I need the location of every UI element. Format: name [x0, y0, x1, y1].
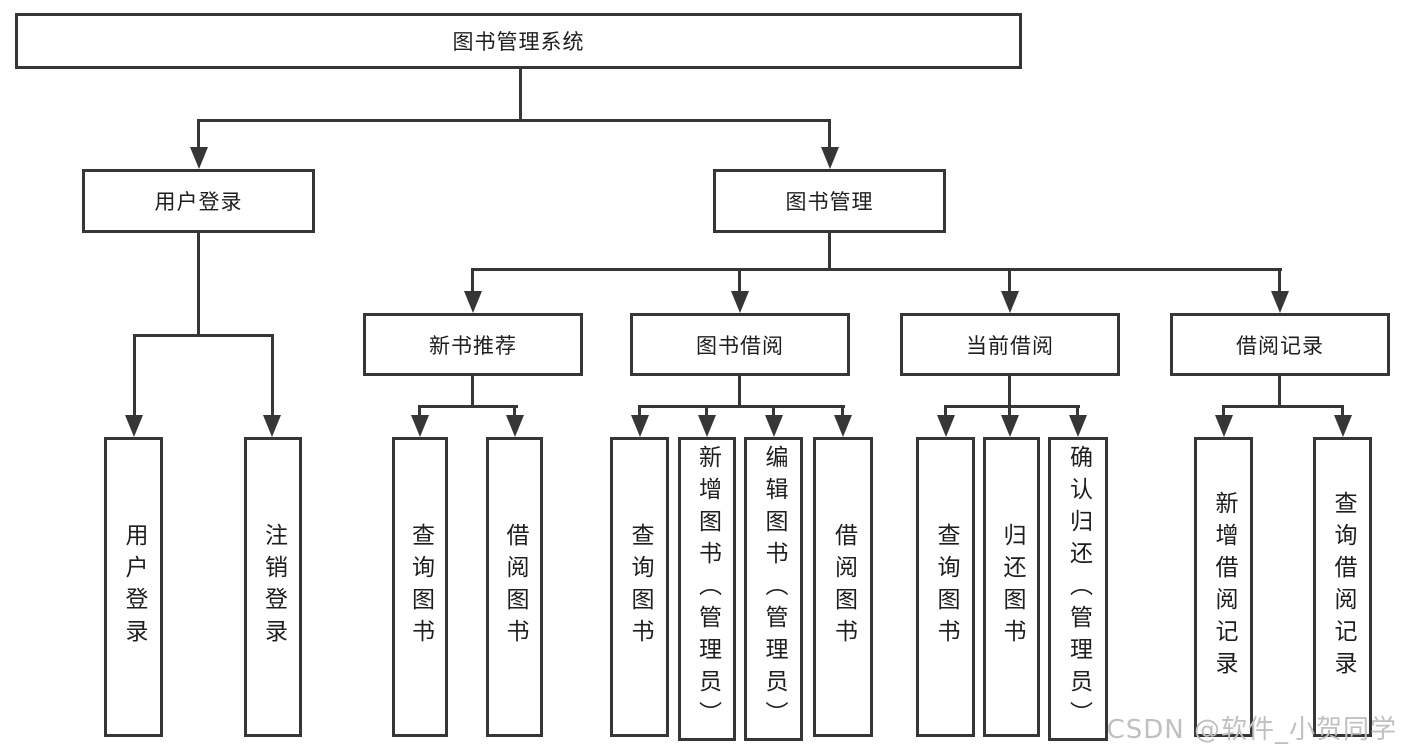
arrow-down-icon	[1334, 415, 1352, 437]
connector-to-leaf	[513, 405, 516, 417]
leaf-label: 借阅图书	[502, 523, 528, 651]
leaf-label: 编辑图书（管理员）	[761, 445, 787, 733]
connector-to-new-book-recommend	[471, 268, 474, 294]
node-label: 用户登录	[154, 190, 243, 214]
node-label: 借阅记录	[1236, 333, 1324, 358]
arrow-down-icon	[1069, 415, 1087, 437]
leaf-label: 新增图书（管理员）	[694, 445, 721, 733]
arrow-down-icon	[464, 291, 482, 313]
arrow-down-icon	[698, 415, 716, 437]
leaf-label: 用户登录	[121, 523, 147, 651]
connector-to-leaf	[1222, 405, 1225, 417]
connector-new-book-bar	[418, 405, 518, 408]
node-borrow-records: 借阅记录	[1170, 313, 1390, 376]
connector-to-user-login	[197, 119, 200, 151]
connector-to-leaf	[271, 334, 274, 417]
node-label: 图书管理系统	[452, 30, 585, 54]
leaf-return-book: 归还图书	[983, 437, 1040, 737]
connector-to-current-borrowing	[1008, 268, 1011, 294]
csdn-watermark: CSDN @软件_小贺同学	[1106, 715, 1397, 745]
leaf-borrow-book-borrowing: 借阅图书	[813, 437, 873, 737]
connector-to-leaf	[772, 405, 775, 417]
leaf-add-book-admin: 新增图书（管理员）	[678, 437, 736, 741]
leaf-query-book-borrowing: 查询图书	[610, 437, 669, 737]
leaf-label: 归还图书	[999, 523, 1025, 651]
leaf-borrow-book-recommend: 借阅图书	[486, 437, 543, 737]
node-root: 图书管理系统	[15, 13, 1022, 69]
connector-to-leaf	[1341, 405, 1344, 417]
arrow-down-icon	[1001, 415, 1019, 437]
leaf-label: 查询图书	[407, 523, 434, 651]
leaf-query-book-current: 查询图书	[916, 437, 975, 737]
leaf-label: 查询图书	[627, 523, 653, 651]
arrow-down-icon	[1271, 291, 1289, 313]
connector-to-leaf	[418, 405, 421, 417]
connector-root-trunk	[519, 69, 522, 121]
arrow-down-icon	[506, 415, 524, 437]
connector-level3-bar	[471, 268, 1282, 271]
node-book-borrowing: 图书借阅	[630, 313, 850, 376]
connector-to-leaf	[1076, 405, 1079, 417]
leaf-add-borrow-record: 新增借阅记录	[1194, 437, 1253, 737]
leaf-user-login: 用户登录	[104, 437, 163, 737]
arrow-down-icon	[821, 147, 839, 169]
node-book-management: 图书管理	[713, 169, 946, 233]
connector-user-login-trunk	[197, 233, 200, 337]
leaf-label: 注销登录	[260, 523, 287, 651]
connector-to-leaf	[638, 405, 641, 417]
connector-book-management-trunk	[828, 233, 831, 271]
arrow-down-icon	[834, 415, 852, 437]
connector-to-leaf	[1008, 405, 1011, 417]
connector-user-login-bar	[133, 334, 274, 337]
connector-to-book-borrowing	[738, 268, 741, 294]
arrow-down-icon	[631, 415, 649, 437]
leaf-query-book-recommend: 查询图书	[392, 437, 448, 737]
leaf-label: 查询借阅记录	[1330, 491, 1356, 683]
node-user-login: 用户登录	[82, 169, 315, 233]
connector-to-leaf	[944, 405, 947, 417]
node-label: 图书借阅	[696, 333, 784, 358]
arrow-down-icon	[263, 415, 281, 437]
connector-book-borrowing-bar	[638, 405, 845, 408]
connector-to-borrow-records	[1278, 268, 1281, 294]
arrow-down-icon	[1001, 291, 1019, 313]
connector-to-leaf	[133, 334, 136, 417]
connector-current-borrowing-bar	[944, 405, 1080, 408]
connector-current-borrowing-trunk	[1008, 376, 1011, 408]
leaf-query-borrow-record: 查询借阅记录	[1313, 437, 1372, 737]
arrow-down-icon	[937, 415, 955, 437]
arrow-down-icon	[411, 415, 429, 437]
leaf-label: 查询图书	[933, 523, 959, 651]
connector-borrow-records-trunk	[1278, 376, 1281, 408]
connector-to-leaf	[705, 405, 708, 417]
leaf-label: 新增借阅记录	[1211, 491, 1237, 683]
connector-to-leaf	[841, 405, 844, 417]
connector-new-book-trunk	[471, 376, 474, 408]
connector-to-book-management	[828, 119, 831, 151]
leaf-label: 确认归还（管理员）	[1065, 445, 1092, 733]
connector-level2-bar	[197, 119, 831, 122]
node-label: 新书推荐	[429, 333, 517, 358]
arrow-down-icon	[1215, 415, 1233, 437]
connector-book-borrowing-trunk	[738, 376, 741, 408]
node-new-book-recommend: 新书推荐	[363, 313, 583, 376]
connector-borrow-records-bar	[1222, 405, 1344, 408]
leaf-label: 借阅图书	[830, 523, 857, 651]
node-label: 当前借阅	[966, 333, 1054, 358]
leaf-edit-book-admin: 编辑图书（管理员）	[744, 437, 803, 741]
leaf-logout: 注销登录	[244, 437, 302, 737]
arrow-down-icon	[731, 291, 749, 313]
arrow-down-icon	[125, 415, 143, 437]
arrow-down-icon	[765, 415, 783, 437]
leaf-confirm-return-admin: 确认归还（管理员）	[1048, 437, 1108, 741]
arrow-down-icon	[190, 147, 208, 169]
node-label: 图书管理	[785, 190, 874, 214]
node-current-borrowing: 当前借阅	[900, 313, 1120, 376]
